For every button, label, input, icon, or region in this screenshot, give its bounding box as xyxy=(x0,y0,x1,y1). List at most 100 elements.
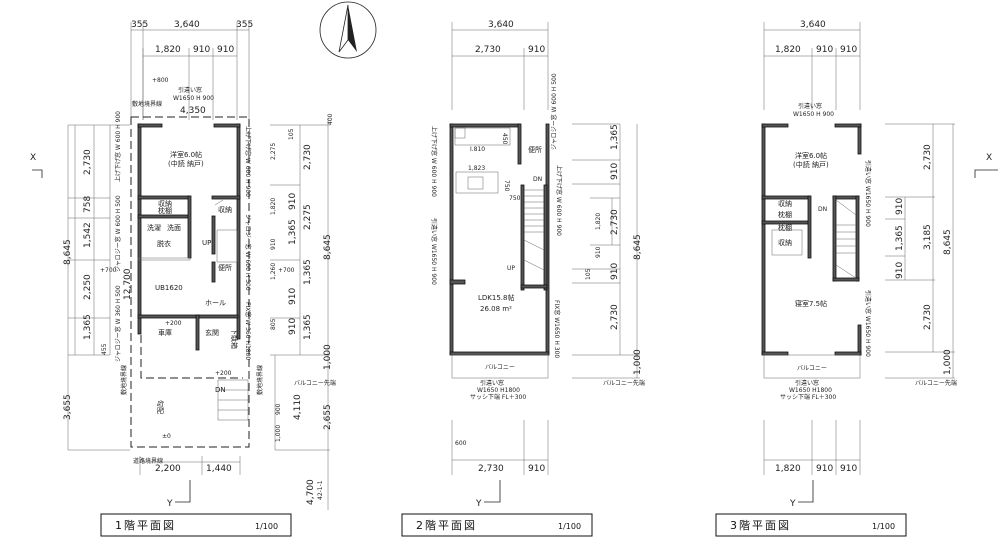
plan-label: 2,730 xyxy=(610,304,620,330)
plan-label: 道路境界線 xyxy=(133,457,163,465)
plan-label: 引違い窓 xyxy=(480,379,504,387)
plan-label: ジャロジー窓 W 600 H 500 xyxy=(114,195,122,272)
plan-label: 引違い窓 xyxy=(178,86,202,94)
plan-label: 上げ下げ窓 W 600 H 900 xyxy=(114,111,122,182)
plan-label: 敷地境界線 xyxy=(120,365,128,395)
plan-label: W1650 H1800 xyxy=(477,387,520,394)
plan-label: DN xyxy=(533,176,542,183)
plan-label: ジャロジー窓 W 360 H 500 xyxy=(114,285,122,362)
plan-label: 12,700 xyxy=(123,268,133,300)
plan-label: Y xyxy=(166,499,173,509)
plan-label: ホール xyxy=(205,299,226,307)
plan-label: 3,185 xyxy=(923,224,933,250)
dim-top: 1,820 xyxy=(775,45,801,55)
plan-label: 1,260 xyxy=(270,263,277,280)
plan-label: 車庫 xyxy=(158,328,172,337)
dim-top: 2,730 xyxy=(475,45,501,55)
plan-label: 910 xyxy=(528,464,545,474)
plan-label: 600 xyxy=(455,440,467,447)
plan-title: 1階平面図 xyxy=(115,518,176,532)
plan-label: 910 xyxy=(595,246,602,258)
plan-label: 910 xyxy=(816,464,833,474)
dim-top: 355 xyxy=(131,20,148,30)
plan-label: バルコニー先端 xyxy=(915,379,957,387)
plan-label: 枕棚 xyxy=(158,206,172,215)
plan-label: Y xyxy=(789,499,796,509)
plan-label: 910 xyxy=(288,193,298,210)
plan-label: (中読 納戸) xyxy=(793,160,829,169)
plan-label: W1650 H 900 xyxy=(173,95,214,102)
title-box-1f: 1階平面図 1/100 xyxy=(100,513,292,537)
plan-scale: 1/100 xyxy=(255,522,278,531)
plan-label: 勾配 xyxy=(156,400,165,414)
plan-label: 2,275 xyxy=(303,204,313,230)
plan-label: I.810 xyxy=(470,146,485,153)
plan-label: 洋室6.0帖 xyxy=(795,151,827,160)
plan-label: 910 xyxy=(288,318,298,335)
plan-title: 3階平面図 xyxy=(730,518,791,532)
plan-label: ジャロジー窓 W 600 H 500 xyxy=(244,214,252,291)
plan-label: 105 xyxy=(585,268,592,280)
plan-scale: 1/100 xyxy=(872,522,895,531)
plan-label: 910 xyxy=(610,263,620,280)
plan-label: バルコニー先端 xyxy=(294,379,336,387)
plan-label: 洋室6.0帖 xyxy=(170,150,202,159)
lot-boundary xyxy=(130,116,250,448)
plan-label: 400 xyxy=(327,113,334,125)
title-box-2f: 2階平面図 1/100 xyxy=(401,513,593,537)
plan-label: 910 xyxy=(610,163,620,180)
plan-label: 2,200 xyxy=(155,464,181,474)
plan-label: UP xyxy=(202,239,211,247)
dim-top: 3,640 xyxy=(174,20,200,30)
plan-label: 上げ下げ窓 W 600 H 900 xyxy=(244,126,252,197)
plan-label: +700 xyxy=(100,267,117,274)
dim-top: 910 xyxy=(217,45,234,55)
plan-label: 2,655 xyxy=(323,404,333,430)
plan-label: 1,365 xyxy=(610,124,620,150)
plan-label: 450 xyxy=(501,133,508,145)
plan-label: 1,000 xyxy=(323,344,333,370)
plan-label: バルコニー xyxy=(485,364,515,371)
section-marker-x-left: X xyxy=(30,153,43,178)
plan-label: 8,645 xyxy=(943,229,953,255)
dim-top: 3,640 xyxy=(488,20,514,30)
north-compass-icon xyxy=(319,1,377,59)
dim-top: 910 xyxy=(840,45,857,55)
balcony xyxy=(451,354,549,379)
plan-label: 2,730 xyxy=(923,304,933,330)
plan-label: 1,000 xyxy=(943,349,953,375)
plan-label: 1,000 xyxy=(275,425,282,442)
plan-label: 寝室7.5帖 xyxy=(795,299,827,308)
plan-label: 900 xyxy=(275,403,282,415)
plan-label: +800 xyxy=(152,77,169,84)
plan-label: DN xyxy=(215,386,226,394)
section-marker-y-2: Y xyxy=(475,480,501,509)
dim-top: 355 xyxy=(236,20,253,30)
plan-label: 下駄箱 xyxy=(230,328,239,349)
plan-label: 引違い窓 W1650 H 900 xyxy=(864,160,872,227)
plan-label: W1650 H 900 xyxy=(793,111,834,118)
plan-label: 収納 xyxy=(778,199,792,208)
plan-label: 便所 xyxy=(218,263,232,272)
plan-label: 910 xyxy=(895,262,905,279)
plan-label: UB1620 xyxy=(155,284,183,292)
plan-label: 洗面 xyxy=(167,223,181,232)
plan-label: 8,645 xyxy=(323,234,333,260)
plan-label: 1,820 xyxy=(595,213,602,230)
plan-label: (中読 納戸) xyxy=(168,159,204,168)
plan-label: 105 xyxy=(288,128,295,140)
plan-label: 1,440 xyxy=(206,464,232,474)
plan-label: 1,000 xyxy=(633,349,643,375)
plan-label: DN xyxy=(818,206,827,213)
plan-2f: 3,640 2,730 910 LDK15.8帖 26.08 m² 便所 1,8… xyxy=(430,20,645,475)
plan-label: 1,820 xyxy=(775,464,801,474)
plan-label: 上げ下げ窓 W 600 H 900 xyxy=(430,126,438,197)
plan-label: 2,730 xyxy=(83,149,93,175)
plan-label: 4,110 xyxy=(293,394,303,420)
plan-3f: 3,640 1,820 910 910 引違い窓 W1650 H 900 洋室6… xyxy=(761,20,957,475)
balcony xyxy=(763,354,861,379)
plan-label: 805 xyxy=(270,318,277,330)
plan-label: 42-1-1 xyxy=(317,480,324,500)
plan-label: バルコニー xyxy=(797,365,827,372)
plan-label: 4,700 xyxy=(306,479,316,505)
